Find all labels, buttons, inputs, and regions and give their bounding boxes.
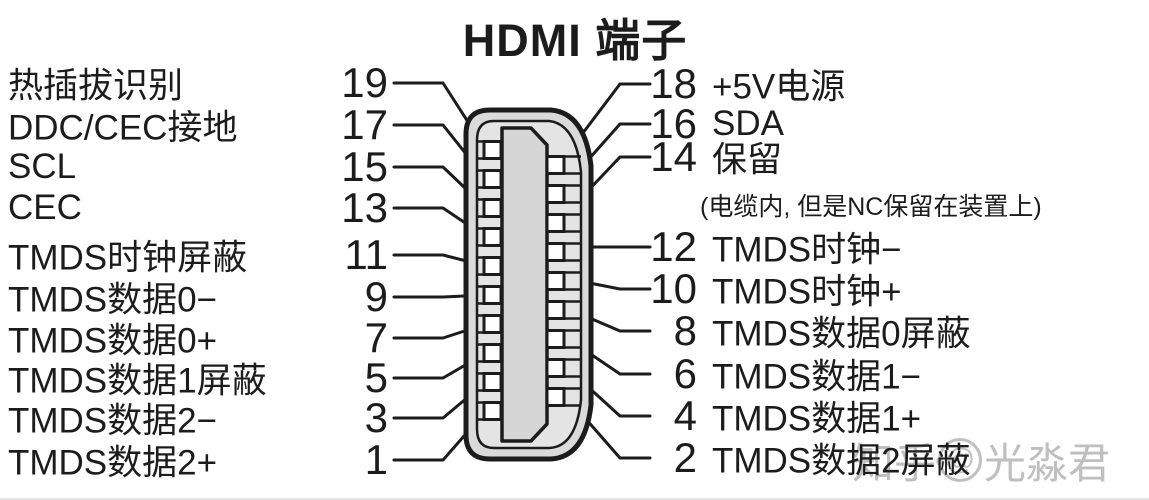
pin-row-17: DDC/CEC接地 17 — [0, 101, 388, 149]
pin-label: DDC/CEC接地 — [8, 108, 238, 148]
pin-label: +5V电源 — [712, 67, 846, 107]
pin-number: 15 — [341, 143, 388, 190]
pin-row-4: 4 TMDS数据1+ — [630, 392, 1145, 440]
pin-label: TMDS数据0− — [8, 280, 218, 320]
pin-contact-right — [545, 271, 566, 291]
pin-row-12: 12 TMDS时钟− — [630, 223, 1145, 271]
pin-row-16: 16 SDA — [630, 100, 1145, 148]
pin-number: 19 — [341, 59, 388, 106]
pin-contact-left — [482, 169, 503, 189]
pin-label: TMDS时钟屏蔽 — [8, 238, 248, 278]
pin-number: 14 — [650, 133, 697, 180]
pin-label: TMDS数据1+ — [712, 399, 922, 439]
pin-number: 2 — [673, 434, 697, 481]
watermark-at-icon: @ — [938, 438, 983, 482]
pin-row-11: TMDS时钟屏蔽 11 — [0, 231, 388, 279]
pin-number: 11 — [344, 231, 388, 278]
pin-row-10: 10 TMDS时钟+ — [630, 265, 1145, 313]
pin-contact-left — [482, 227, 503, 247]
pin-contact-right — [545, 329, 566, 349]
pin-number: 10 — [650, 265, 697, 312]
pin-contact-right — [545, 184, 566, 204]
pin-contact-left — [482, 343, 503, 363]
pin-number: 17 — [341, 101, 388, 148]
pin-label: 热插拔识别 — [8, 66, 184, 106]
pin-contact-right — [545, 358, 566, 378]
pin-contact-left — [482, 140, 503, 160]
pin-row-7: TMDS数据0+ 7 — [0, 314, 388, 362]
pin-number: 9 — [364, 273, 388, 320]
pin-label: SCL — [8, 147, 77, 186]
pin-label: 保留 — [712, 140, 783, 180]
pin-label: TMDS时钟+ — [712, 272, 902, 312]
pin-label: TMDS数据2− — [8, 401, 218, 441]
pin-row-5: TMDS数据1屏蔽 5 — [0, 354, 388, 402]
pin-row-18: 18 +5V电源 — [630, 60, 1145, 108]
pin-row-2: 2 TMDS数据2屏蔽 — [630, 434, 1145, 482]
pin-label: CEC — [8, 188, 82, 227]
pin-row-19: 热插拔识别 19 — [0, 59, 388, 107]
pin-contact-right — [545, 242, 566, 262]
pin-row-13: CEC 13 — [0, 184, 388, 232]
pin-contact-left — [482, 401, 503, 421]
pin-contact-right — [545, 155, 566, 175]
pin-number: 16 — [650, 100, 697, 147]
pin-row-6: 6 TMDS数据1− — [630, 350, 1145, 398]
pin-contact-left — [482, 372, 503, 392]
watermark: 知乎 @ 光淼君 — [852, 434, 1110, 487]
pin-row-3: TMDS数据2− 3 — [0, 394, 388, 442]
pin-row-9: TMDS数据0− 9 — [0, 273, 388, 321]
pin-label: TMDS数据2屏蔽 — [712, 441, 971, 481]
pin-number: 4 — [673, 392, 697, 439]
pin-number: 1 — [364, 436, 388, 483]
page-title: HDMI 端子 — [462, 15, 688, 66]
pin-contact-right — [545, 300, 566, 320]
pin-label: TMDS数据2+ — [8, 443, 218, 483]
pin-number: 5 — [364, 354, 388, 401]
pin-contact-left — [482, 256, 503, 276]
watermark-small-text: du — [936, 452, 952, 468]
pin-label: SDA — [712, 104, 784, 143]
connector-tongue — [500, 126, 549, 443]
pin-contacts — [477, 140, 581, 421]
bottom-edge-line — [0, 498, 1149, 500]
pin-number: 3 — [364, 394, 388, 441]
pin-contact-left — [482, 198, 503, 218]
pin-row-8: 8 TMDS数据0屏蔽 — [630, 307, 1145, 355]
pin-label: TMDS数据1屏蔽 — [8, 361, 267, 401]
watermark-name: 光淼君 — [984, 439, 1111, 487]
pin-number: 13 — [341, 184, 388, 231]
pin-label: TMDS数据0屏蔽 — [712, 314, 971, 354]
pin-number: 7 — [364, 314, 388, 361]
pin-contact-left — [482, 314, 503, 334]
pin-contact-right — [545, 213, 566, 233]
pin-number: 18 — [650, 60, 697, 107]
pin-14-note: (电缆内, 但是NC保留在装置上) — [700, 193, 1042, 221]
pin-row-14: 14 保留 — [630, 133, 1145, 181]
pin-label: TMDS时钟− — [712, 230, 902, 270]
pin-contact-left — [482, 285, 503, 305]
pin-number: 8 — [673, 307, 697, 354]
pin-number: 6 — [673, 350, 697, 397]
pin-number: 12 — [650, 223, 697, 270]
watermark-prefix: 知乎 — [852, 439, 937, 487]
pin-label: TMDS数据0+ — [8, 321, 218, 361]
pin-row-15: SCL 15 — [0, 143, 388, 191]
pin-label: TMDS数据1− — [712, 357, 922, 397]
pin-row-1: TMDS数据2+ 1 — [0, 436, 388, 484]
pin-contact-right — [545, 387, 566, 407]
